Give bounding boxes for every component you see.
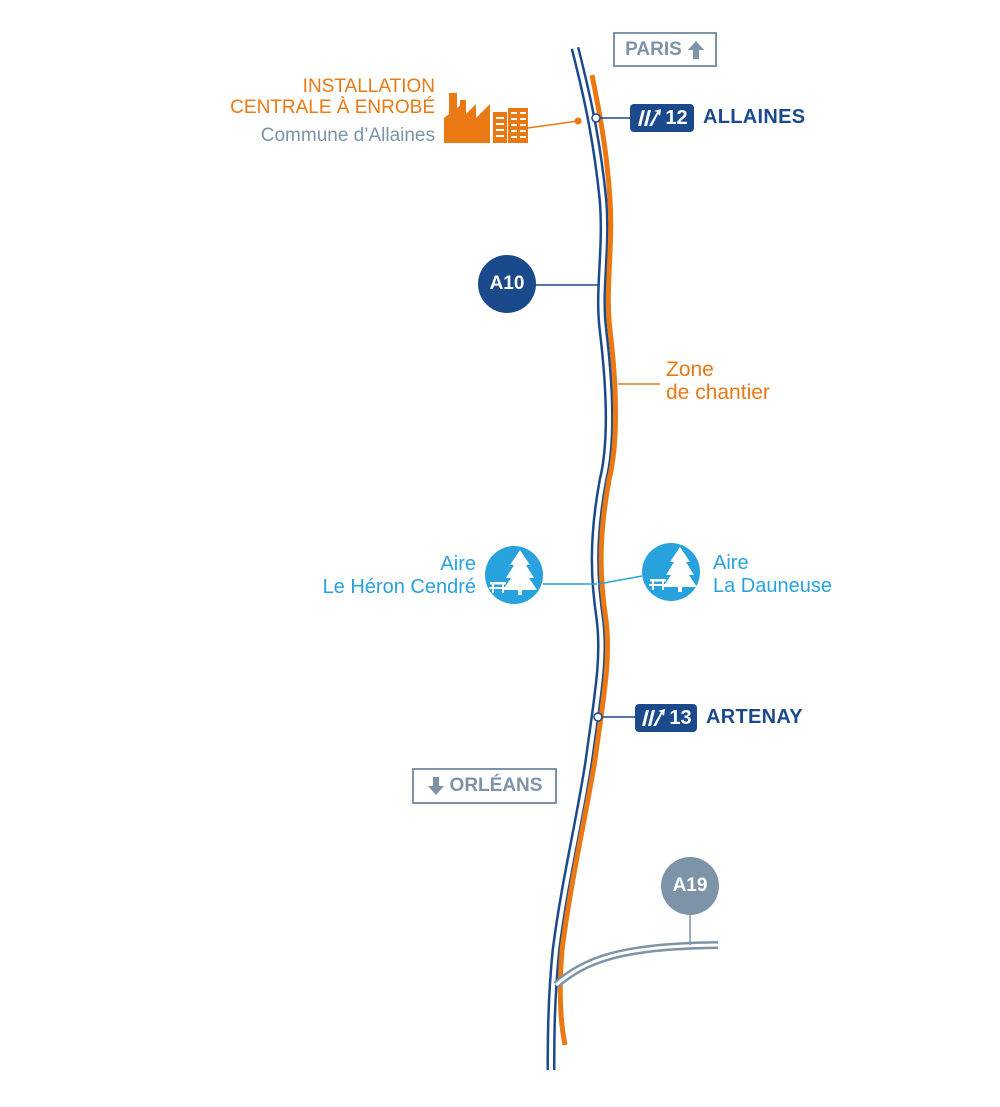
a19-road-inner	[555, 943, 719, 987]
worksite-zone-line2: de chantier	[666, 381, 770, 404]
a10-highway-road-inner	[549, 47, 612, 1071]
plant-leader-line	[527, 120, 579, 129]
worksite-zone-label: Zone de chantier	[666, 358, 770, 404]
direction-paris-sign: PARIS	[613, 32, 717, 67]
exit-13-number: 13	[669, 706, 692, 729]
worksite-zone-line1: Zone	[666, 358, 714, 381]
direction-orleans-sign: ORLÉANS	[412, 768, 557, 804]
direction-paris-label: PARIS	[625, 38, 682, 60]
aire-dauneuse-label: Aire La Dauneuse	[713, 552, 832, 598]
plant-title: INSTALLATION CENTRALE À ENROBÉ	[230, 76, 435, 118]
exit13-dot	[593, 712, 603, 722]
exit-12-number: 12	[665, 106, 688, 129]
factory-icon	[444, 93, 528, 143]
picnic-tree-icon	[485, 546, 543, 604]
a19-label: A19	[672, 875, 708, 896]
exit-ramp-icon	[642, 709, 666, 726]
aire-heron-cendre-line1: Aire	[440, 553, 476, 575]
exit-12-badge: 12	[630, 104, 694, 132]
aire-right-leader-line	[597, 575, 643, 585]
aire-heron-cendre-label: Aire Le Héron Cendré	[323, 553, 476, 599]
exit-13-name: ARTENAY	[706, 706, 803, 728]
exit-13-badge: 13	[635, 704, 697, 732]
aire-dauneuse-line1: Aire	[713, 552, 749, 574]
worksite-zone-line	[557, 74, 619, 1046]
plant-commune: Commune d’Allaines	[260, 125, 435, 146]
plant-title-line2: CENTRALE À ENROBÉ	[230, 97, 435, 118]
aire-heron-cendre-line2: Le Héron Cendré	[322, 576, 476, 598]
a19-badge: A19	[661, 857, 719, 915]
plant-leader-dot	[574, 117, 582, 125]
direction-orleans-label: ORLÉANS	[449, 775, 543, 796]
arrow-up-icon	[687, 40, 704, 59]
exit12-dot	[591, 113, 601, 123]
exit-ramp-icon	[638, 109, 662, 126]
picnic-tree-icon	[642, 543, 700, 601]
plant-title-line1: INSTALLATION	[302, 76, 435, 97]
exit-12-name: ALLAINES	[703, 106, 806, 128]
aire-dauneuse-line2: La Dauneuse	[713, 575, 832, 597]
a10-badge: A10	[478, 255, 536, 313]
arrow-down-icon	[427, 777, 444, 795]
a10-label: A10	[489, 273, 525, 294]
